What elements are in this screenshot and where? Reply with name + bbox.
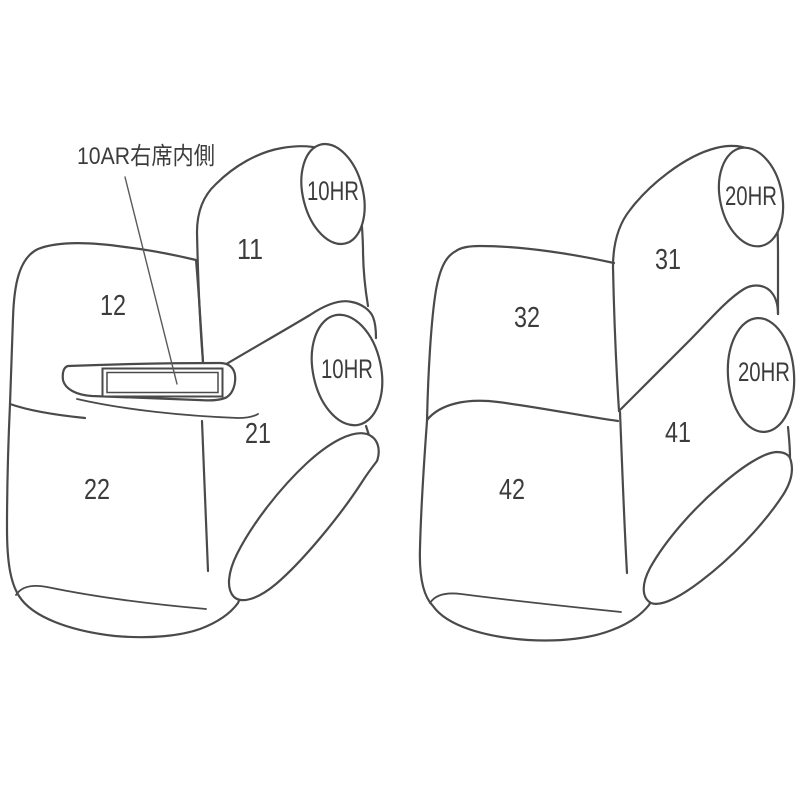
part-label-42: 42	[499, 474, 525, 506]
headrest-10hr-top	[300, 142, 366, 246]
headrest-label-20hr-top: 20HR	[725, 181, 777, 211]
cushion-42-crease	[429, 592, 622, 613]
headrest-label-10hr-front: 10HR	[321, 354, 373, 384]
cushion-41-right-edge	[786, 425, 792, 459]
backrest-cushion-split-front	[8, 402, 87, 420]
part-label-12: 12	[100, 290, 126, 322]
rear-seat-group: 20HR 20HR 31 32 41 42	[418, 144, 796, 642]
part-label-11: 11	[237, 234, 263, 266]
headrest-label-10hr-top: 10HR	[307, 176, 359, 206]
seat-shoulder-line-rear	[617, 284, 780, 413]
seatback-31-outline	[611, 144, 780, 413]
seatback-12-outline	[8, 242, 205, 406]
seatback-11-outline	[195, 145, 370, 364]
headrest-label-20hr-front: 20HR	[738, 357, 790, 387]
part-label-21: 21	[245, 418, 271, 450]
part-label-31: 31	[655, 244, 681, 276]
backrest-cushion-split-rear	[425, 399, 620, 423]
armrest-part-10ar-inner	[106, 371, 219, 394]
part-label-41: 41	[665, 417, 691, 449]
seatback-32-outline	[425, 244, 616, 423]
headrest-20hr-front	[726, 316, 796, 434]
headrest-20hr-top	[717, 146, 785, 248]
cushion-21-bolster	[227, 432, 380, 602]
part-label-22: 22	[84, 474, 110, 506]
cushion-split-front	[200, 419, 210, 573]
part-label-32: 32	[514, 302, 540, 334]
cushion-22-outline	[5, 402, 244, 639]
annotation-leader-line	[124, 176, 178, 385]
annotation-label: 10AR右席内側	[77, 143, 215, 170]
front-seat-group: 10AR右席内側 10HR 10HR 11 12 21 22	[5, 142, 384, 639]
cushion-split-rear	[618, 410, 629, 575]
cushion-22-crease	[15, 584, 207, 610]
cushion-41-bolster	[642, 450, 794, 605]
armrest-fold-line	[76, 398, 259, 419]
seat-shoulder-line-front	[221, 300, 378, 368]
headrest-10hr-front	[310, 313, 384, 427]
cushion-42-outline	[418, 419, 657, 642]
